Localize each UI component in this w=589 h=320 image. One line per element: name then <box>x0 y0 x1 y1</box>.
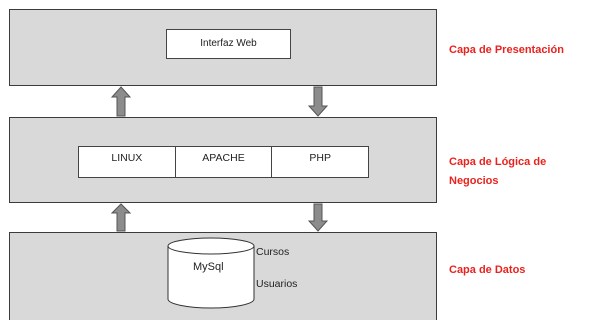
table-cursos: Cursos <box>256 246 290 258</box>
logic-caption: Capa de Lógica de Negocios <box>449 153 569 191</box>
logic-caption-line1: Capa de Lógica de <box>449 156 547 168</box>
presentation-layer: Interfaz Web <box>9 9 437 86</box>
presentation-caption: Capa de Presentación <box>449 44 564 56</box>
stack-php: PHP <box>271 147 368 177</box>
down-arrow-icon <box>308 203 328 232</box>
up-arrow-icon <box>111 86 131 117</box>
stack-apache: APACHE <box>174 147 272 177</box>
data-layer: MySql Cursos Usuarios <box>9 232 437 320</box>
database-label: MySql <box>193 261 224 273</box>
web-interface-box: Interfaz Web <box>166 29 291 59</box>
database-cylinder-icon <box>167 237 255 309</box>
data-caption: Capa de Datos <box>449 264 526 276</box>
up-arrow-icon <box>111 203 131 232</box>
server-stack: LINUX APACHE PHP <box>78 146 369 178</box>
logic-caption-line2: Negocios <box>449 175 499 187</box>
business-logic-layer: LINUX APACHE PHP <box>9 117 437 203</box>
down-arrow-icon <box>308 86 328 117</box>
table-usuarios: Usuarios <box>256 278 298 290</box>
stack-linux: LINUX <box>111 152 143 164</box>
